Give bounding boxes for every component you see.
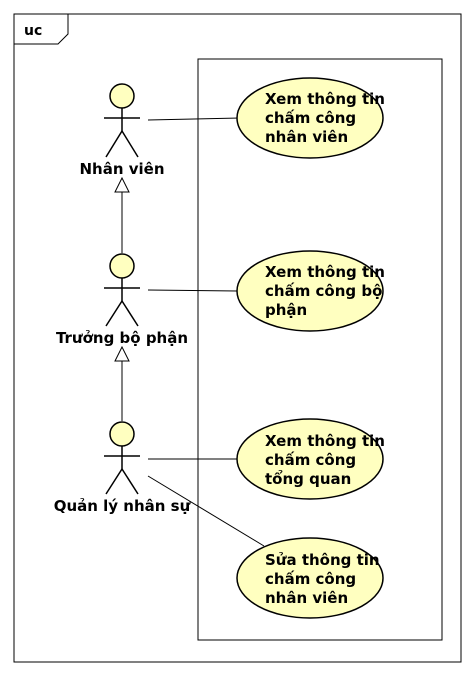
actor-truong-bo-phan[interactable]: Trưởng bộ phận (56, 253, 188, 347)
use-case-sua-cham-cong-nhan-vien[interactable]: Sửa thông tin chấm công nhân viên (236, 537, 384, 619)
use-case-line: phận (265, 301, 307, 319)
actor-nhan-vien[interactable]: Nhân viên (79, 83, 165, 178)
use-case-line: chấm công (265, 570, 356, 588)
use-case-line: Xem thông tin (265, 263, 385, 281)
use-case-xem-cham-cong-tong-quan[interactable]: Xem thông tin chấm công tổng quan (236, 418, 385, 500)
use-case-line: Xem thông tin (265, 90, 385, 108)
actor-head (109, 83, 135, 109)
frame-tag-box (14, 14, 69, 45)
use-case-line: Xem thông tin (265, 432, 385, 450)
use-case-xem-cham-cong-bo-phan[interactable]: Xem thông tin chấm công bộ phận (236, 250, 385, 332)
system-boundary (197, 58, 443, 641)
actor-label: Trưởng bộ phận (56, 329, 188, 347)
actor-label: Nhân viên (79, 160, 164, 178)
use-case-line: chấm công (265, 109, 356, 127)
association-nhanvien-uc1 (147, 117, 241, 121)
association-quanly-uc4 (147, 475, 265, 547)
actor-label: Quản lý nhân sự (54, 497, 191, 515)
generalization-quanly-to-truong (114, 345, 130, 421)
use-case-xem-cham-cong-nhan-vien[interactable]: Xem thông tin chấm công nhân viên (236, 77, 385, 159)
association-truong-uc2 (147, 289, 238, 292)
actor-head (109, 253, 135, 279)
use-case-line: tổng quan (265, 469, 351, 488)
use-case-line: nhân viên (265, 589, 348, 607)
actor-head (109, 421, 135, 447)
diagram-frame (13, 13, 462, 663)
use-case-line: nhân viên (265, 128, 348, 146)
use-case-line: Sửa thông tin (265, 551, 380, 569)
frame-label: uc (24, 23, 42, 39)
use-case-line: chấm công bộ (265, 282, 382, 300)
use-case-line: chấm công (265, 451, 356, 469)
generalization-truong-to-nhanvien (114, 176, 130, 253)
actor-quan-ly-nhan-su[interactable]: Quản lý nhân sự (54, 421, 191, 515)
